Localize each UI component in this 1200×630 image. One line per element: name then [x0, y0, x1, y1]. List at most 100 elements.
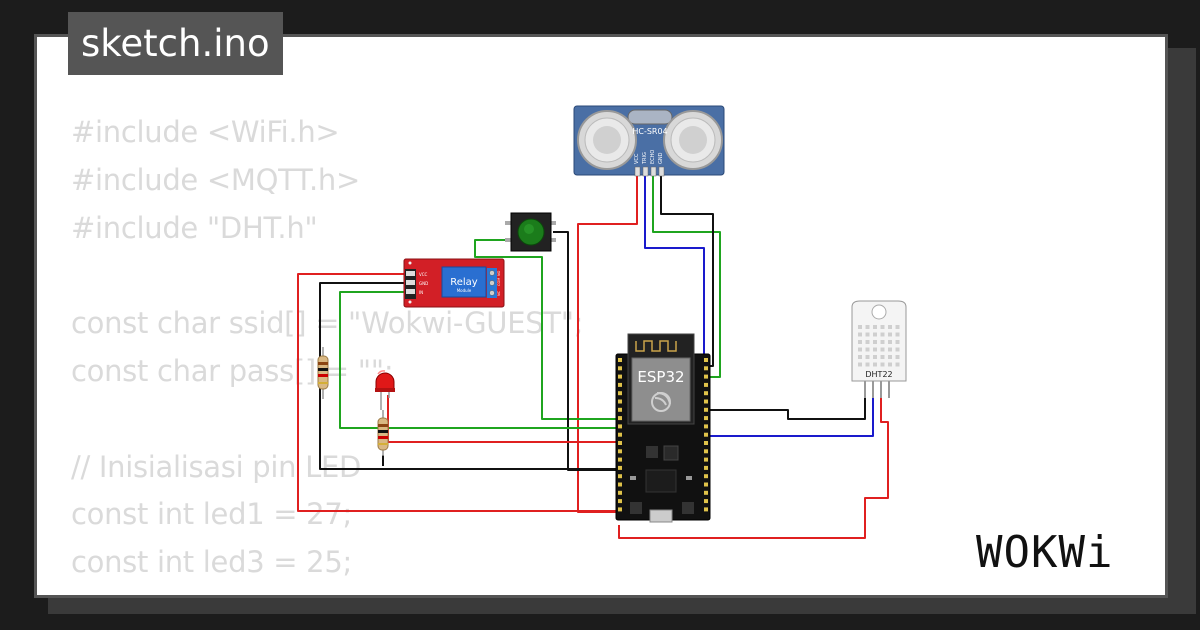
esp32-pin	[704, 465, 708, 470]
dht-vent	[865, 362, 870, 367]
relay-term-no: NO	[497, 270, 501, 276]
dht-vent	[895, 332, 900, 337]
dht-vent	[873, 340, 877, 344]
esp32-pin	[704, 449, 708, 454]
espressif-logo-icon	[651, 392, 671, 412]
esp32-pin	[618, 374, 622, 379]
wire-button-green	[474, 239, 617, 420]
code-line: // Inisialisasi pin LED	[71, 449, 362, 484]
wire-dht-gnd	[709, 398, 874, 437]
esp32-pin	[618, 391, 622, 396]
relay-term-com: COM	[497, 278, 501, 286]
dht-vent	[873, 347, 877, 352]
code-line: const int ledPin = 23;	[71, 593, 377, 595]
dht-vent	[858, 355, 862, 359]
dht-vent	[880, 340, 885, 344]
code-line: const char ssid[] = "Wokwi-GUEST";	[71, 306, 584, 341]
dht-vent	[895, 362, 900, 367]
dht-vent	[888, 362, 892, 367]
sr04-pin-gnd: GND	[658, 152, 664, 164]
dht-vent	[865, 325, 870, 329]
esp32-pin	[704, 507, 708, 512]
esp32-pin	[618, 465, 622, 470]
code-line: const int led3 = 25;	[71, 545, 352, 580]
esp32-pin	[704, 432, 708, 437]
sr04-pin-echo: ECHO	[650, 150, 656, 164]
dht-vent	[873, 362, 877, 367]
relay-pin-in: IN	[419, 290, 423, 295]
wire-sr04-gnd	[660, 175, 714, 367]
esp32-pin	[704, 474, 708, 479]
wire-button-black	[553, 231, 617, 471]
esp32-pin	[704, 416, 708, 421]
dht-vent	[888, 340, 892, 344]
esp32-pin	[618, 358, 622, 362]
dht-vent	[858, 347, 862, 352]
wire-relay-in	[339, 291, 617, 429]
dht-vent	[873, 325, 877, 329]
esp32-pin	[618, 449, 622, 454]
dht-vent	[888, 355, 892, 359]
resistor-1[interactable]	[317, 347, 329, 399]
esp32-pin	[704, 399, 708, 404]
esp32-pin	[704, 482, 708, 487]
dht-vent	[888, 332, 892, 337]
code-line: #include <WiFi.h>	[71, 115, 340, 149]
dht-vent	[880, 362, 885, 367]
wire-dht-vcc	[618, 398, 889, 539]
hc-sr04-sensor[interactable]: HC-SR04 VCC TRIG ECHO GND	[573, 105, 725, 177]
esp32-pin	[704, 374, 708, 379]
esp32-pin	[618, 490, 622, 495]
code-line: const char pass[] = "";	[71, 353, 394, 388]
esp32-pin	[618, 457, 622, 462]
esp32-pin	[704, 424, 708, 429]
wire-dht-data	[709, 398, 866, 420]
dht-label: DHT22	[865, 370, 892, 379]
relay-subtitle: Module	[457, 288, 472, 293]
esp32-pin	[618, 382, 622, 387]
dht-vent	[858, 362, 862, 367]
esp32-pin	[704, 358, 708, 362]
dht-vent	[888, 347, 892, 352]
esp32-pin	[704, 366, 708, 371]
relay-pin-vcc: VCC	[419, 272, 428, 277]
red-led[interactable]	[375, 370, 395, 410]
esp32-pin	[618, 441, 622, 445]
dht-vent	[895, 340, 900, 344]
dht-vent	[888, 325, 892, 329]
code-line: #include <MQTT.h>	[71, 162, 361, 197]
esp32-pin	[704, 382, 708, 387]
dht-vent	[895, 347, 900, 352]
wokwi-logo: WOKWi	[976, 527, 1114, 578]
relay-module[interactable]: VCC GND IN Relay Module NO COM NC	[403, 258, 505, 308]
esp32-pin	[618, 507, 622, 512]
esp32-pin	[704, 457, 708, 462]
wire-sr04-trig	[644, 175, 709, 356]
push-button[interactable]	[505, 212, 556, 252]
sr04-pin-vcc: VCC	[634, 153, 640, 164]
sr04-pin-trig: TRIG	[642, 152, 648, 165]
esp32-pin	[704, 490, 708, 495]
dht-vent	[873, 332, 877, 337]
esp32-pin	[704, 441, 708, 445]
relay-pin-gnd: GND	[419, 281, 428, 286]
esp32-pin	[618, 432, 622, 437]
relay-title: Relay	[450, 277, 478, 288]
esp32-pin	[618, 424, 622, 429]
esp32-board[interactable]: ESP32	[615, 333, 711, 523]
esp32-pin	[704, 391, 708, 396]
resistor-2[interactable]	[377, 410, 389, 456]
esp32-pin	[704, 499, 708, 504]
dht-vent	[873, 355, 877, 359]
dht-vent	[865, 347, 870, 352]
dht-vent	[865, 355, 870, 359]
dht-vent	[858, 340, 862, 344]
wire-relay-vcc	[297, 273, 617, 512]
esp32-pin	[618, 407, 622, 412]
dht-vent	[880, 355, 885, 359]
code-line: const int led1 = 27;	[71, 497, 352, 532]
code-line: #include "DHT.h"	[71, 210, 318, 245]
esp32-pin	[618, 366, 622, 371]
dht22-sensor[interactable]: DHT22	[851, 300, 907, 398]
